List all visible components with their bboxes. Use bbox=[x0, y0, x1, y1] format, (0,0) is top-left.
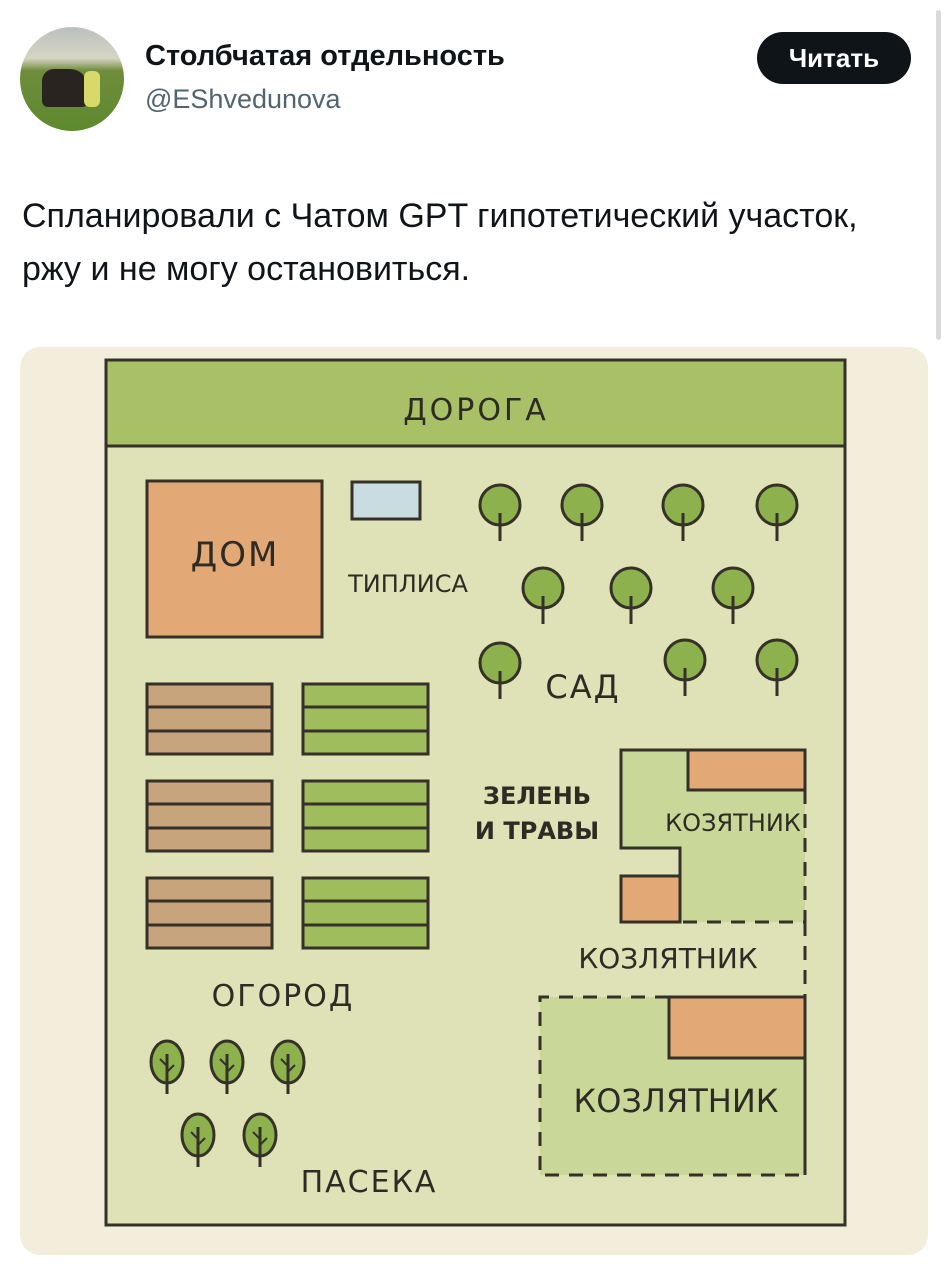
bush-icon bbox=[149, 1039, 185, 1094]
road bbox=[104, 358, 847, 448]
site-plan-diagram: ДОРОГА ДОМ ТИПЛИСА САД ЗЕЛЕНЬ И ТРАВЫ КО… bbox=[104, 358, 847, 1227]
goat-pen-2-label: КОЗЛЯТНИК bbox=[578, 942, 757, 975]
garden-bed bbox=[301, 876, 430, 950]
toilet bbox=[350, 480, 422, 521]
fruit-tree-icon bbox=[755, 638, 799, 696]
fruit-tree-icon bbox=[661, 483, 705, 541]
author-name[interactable]: Столбчатая отдельность bbox=[145, 40, 505, 72]
house bbox=[145, 479, 324, 639]
garden-bed bbox=[145, 779, 274, 853]
goat-shed-3 bbox=[667, 995, 807, 1060]
avatar[interactable] bbox=[20, 27, 124, 131]
fruit-tree-icon bbox=[478, 641, 522, 699]
fruit-tree-icon bbox=[560, 483, 604, 541]
tweet-text: Спланировали с Чатом GPT гипотетический … bbox=[22, 197, 858, 288]
author-handle[interactable]: @EShvedunova bbox=[145, 84, 341, 114]
garden-label: САД bbox=[545, 668, 620, 706]
horse-figure bbox=[42, 69, 88, 107]
person-figure bbox=[84, 71, 100, 107]
bush-icon bbox=[242, 1112, 278, 1167]
fruit-tree-icon bbox=[609, 566, 653, 624]
apiary-label: ПАСЕКА bbox=[301, 1165, 438, 1200]
goat-pen-3-label: КОЗЛЯТНИК bbox=[574, 1082, 779, 1120]
greens-label-1: ЗЕЛЕНЬ bbox=[483, 782, 591, 810]
tweet-image[interactable]: ДОРОГА ДОМ ТИПЛИСА САД ЗЕЛЕНЬ И ТРАВЫ КО… bbox=[20, 347, 928, 1255]
fruit-tree-icon bbox=[521, 566, 565, 624]
bush-icon bbox=[209, 1039, 245, 1094]
fruit-tree-icon bbox=[663, 638, 707, 696]
house-label: ДОМ bbox=[191, 535, 280, 575]
goat-pen-3-dashed-fence bbox=[538, 995, 805, 1177]
follow-button[interactable]: Читать bbox=[757, 32, 911, 84]
garden-bed bbox=[301, 682, 430, 756]
bush-icon bbox=[270, 1039, 306, 1094]
garden-bed bbox=[145, 876, 274, 950]
fruit-tree-icon bbox=[711, 566, 755, 624]
bush-icon bbox=[180, 1112, 216, 1167]
garden-bed bbox=[145, 682, 274, 756]
scrollbar[interactable] bbox=[936, 10, 941, 340]
garden-bed bbox=[301, 779, 430, 853]
fruit-tree-icon bbox=[755, 483, 799, 541]
goat-shed-2 bbox=[619, 874, 682, 924]
greens-label-2: И ТРАВЫ bbox=[475, 817, 599, 845]
goat-shed-1 bbox=[686, 748, 807, 792]
road-label: ДОРОГА bbox=[403, 393, 549, 428]
fruit-tree-icon bbox=[478, 483, 522, 541]
goat-pen-1-label: КОЗЯТНИК bbox=[665, 809, 801, 837]
vegetable-garden-label: ОГОРОД bbox=[212, 979, 355, 1014]
toilet-label: ТИПЛИСА bbox=[347, 570, 468, 598]
goat-pen-dashed-fence bbox=[680, 790, 807, 997]
